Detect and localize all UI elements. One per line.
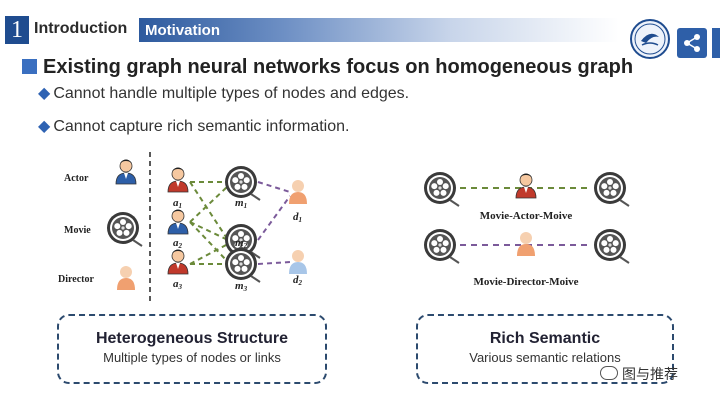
watermark-text: 图与推荐 (622, 366, 678, 382)
subsection-bar: Motivation (139, 18, 619, 42)
slide-title: Existing graph neural networks focus on … (22, 56, 633, 79)
section-name: Introduction (34, 20, 128, 37)
director-movie-edges (257, 181, 291, 265)
node-label-a2: a2 (173, 237, 183, 250)
actor-movie-edges (189, 181, 229, 265)
section-number: 1 (5, 16, 29, 44)
movie-node (224, 165, 261, 201)
share-button[interactable] (677, 28, 707, 58)
slide-header: 1 Introduction Motivation (0, 14, 720, 59)
node-label-m1: m1 (235, 197, 247, 210)
actor-node (167, 209, 189, 235)
type-label-movie: Movie (64, 225, 91, 236)
bullet-text: Cannot handle multiple types of nodes an… (53, 85, 410, 102)
actor-type-icon (115, 159, 137, 185)
university-logo-icon (630, 19, 670, 59)
movie-node (593, 228, 630, 264)
heterogeneous-structure-box: Heterogeneous Structure Multiple types o… (57, 314, 327, 384)
diamond-bullet-icon: ◆ (38, 118, 51, 135)
movie-node (423, 228, 460, 264)
diamond-bullet-icon: ◆ (38, 85, 51, 102)
bullet-item: ◆Cannot capture rich semantic informatio… (38, 116, 349, 136)
node-label-m2: m2 (235, 237, 248, 250)
type-label-actor: Actor (64, 173, 89, 184)
watermark: 图与推荐 (600, 364, 678, 384)
square-bullet-icon (22, 59, 37, 74)
node-label-d1: d1 (293, 211, 302, 224)
slide-title-text: Existing graph neural networks focus on … (43, 56, 634, 78)
box-subtitle: Multiple types of nodes or links (103, 350, 281, 365)
rich-semantic-box: Rich Semantic Various semantic relations (416, 314, 674, 384)
movie-node (423, 171, 460, 207)
bullet-text: Cannot capture rich semantic information… (53, 118, 350, 135)
box-subtitle: Various semantic relations (469, 350, 621, 365)
node-label-a3: a3 (173, 278, 183, 291)
node-label-m3: m3 (235, 280, 248, 293)
node-label-a1: a1 (173, 197, 182, 210)
box-title: Heterogeneous Structure (95, 330, 289, 347)
wechat-icon (600, 366, 618, 380)
type-label-director: Director (58, 274, 94, 285)
subsection-name: Motivation (145, 22, 220, 39)
side-bar-edge (712, 28, 720, 58)
bullet-item: ◆Cannot handle multiple types of nodes a… (38, 83, 409, 103)
director-node (289, 180, 307, 204)
meta-path-label-actor: Movie-Actor-Moive (480, 210, 573, 222)
director-node (289, 250, 307, 274)
movie-node (593, 171, 630, 207)
box-title: Rich Semantic (489, 330, 601, 347)
movie-node (224, 247, 261, 283)
actor-node (515, 173, 537, 199)
movie-type-icon (106, 211, 143, 247)
meta-path-label-director: Movie-Director-Moive (473, 276, 578, 288)
node-label-d2: d2 (293, 274, 303, 287)
actor-node (167, 167, 189, 193)
actor-node (167, 249, 189, 275)
director-type-icon (117, 266, 135, 290)
share-icon (684, 34, 700, 52)
